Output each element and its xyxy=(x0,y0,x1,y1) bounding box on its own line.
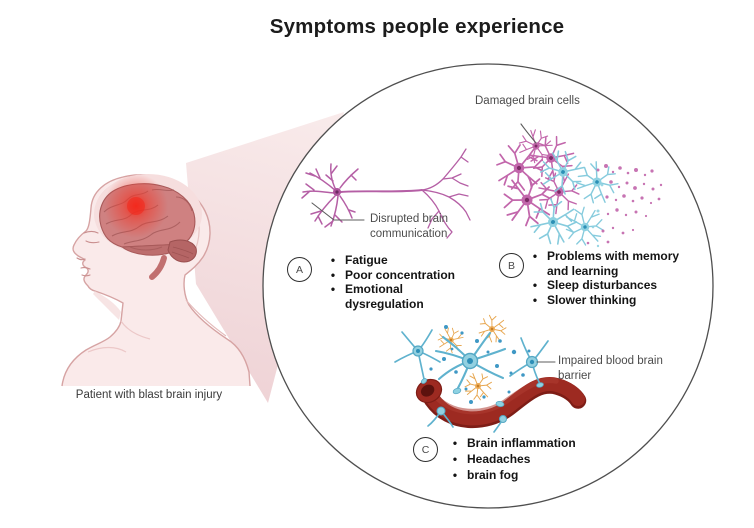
marker-b: B xyxy=(499,253,524,278)
bullet: • xyxy=(532,292,538,307)
list-item: •Sleep disturbances xyxy=(529,278,689,293)
blood-vessel-illustration xyxy=(394,312,587,433)
label-impaired-blood-brain-barrier: Impaired blood brain barrier xyxy=(558,355,663,382)
disrupted-leader-line xyxy=(311,202,365,221)
marker-a-letter: A xyxy=(295,263,303,276)
marker-b-letter: B xyxy=(507,259,515,272)
list-item: •Slower thinking xyxy=(529,293,689,308)
damaged-cells-illustration xyxy=(496,124,663,251)
symptom-list-a: •Fatigue •Poor concentration •Emotional … xyxy=(327,253,469,311)
patient-illustration xyxy=(61,174,251,387)
bullet: • xyxy=(532,278,538,292)
list-item: •Fatigue xyxy=(327,253,469,268)
list-item: •brain fog xyxy=(449,467,611,483)
brainstem xyxy=(149,255,167,280)
marker-c: C xyxy=(413,437,438,462)
list-item: •Poor concentration xyxy=(327,268,469,283)
symptom-list-b: •Problems with memory and learning •Slee… xyxy=(529,249,689,307)
face-details xyxy=(76,230,100,277)
bullet: • xyxy=(330,253,336,267)
cerebellum xyxy=(167,239,197,263)
bullet: • xyxy=(452,452,458,466)
bullet: • xyxy=(452,436,458,450)
symptom-list-c: •Brain inflammation •Headaches •brain fo… xyxy=(449,435,611,483)
list-item: •Brain inflammation xyxy=(449,435,611,451)
annotation-connectors xyxy=(311,123,556,363)
damaged-leader-line xyxy=(520,123,537,144)
page-title: Symptoms people experience xyxy=(269,15,565,38)
label-disrupted-communication: Disrupted brain communication xyxy=(370,213,448,240)
list-item: •Problems with memory and learning xyxy=(529,249,689,278)
bullet: • xyxy=(330,282,336,296)
brain-illustration xyxy=(94,174,202,280)
label-damaged-brain-cells: Damaged brain cells xyxy=(475,95,580,107)
bullet: • xyxy=(452,468,458,482)
debris-dots xyxy=(586,164,663,245)
list-item: •Emotional dysregulation xyxy=(327,282,469,311)
marker-a: A xyxy=(287,257,312,282)
patient-caption: Patient with blast brain injury xyxy=(75,389,223,401)
list-item: •Headaches xyxy=(449,451,611,467)
neuron-illustration xyxy=(301,148,471,239)
marker-c-letter: C xyxy=(421,443,430,456)
bullet: • xyxy=(532,249,538,263)
particle-dots xyxy=(429,325,531,404)
bullet: • xyxy=(330,267,336,282)
magnifier-circle xyxy=(262,63,714,509)
